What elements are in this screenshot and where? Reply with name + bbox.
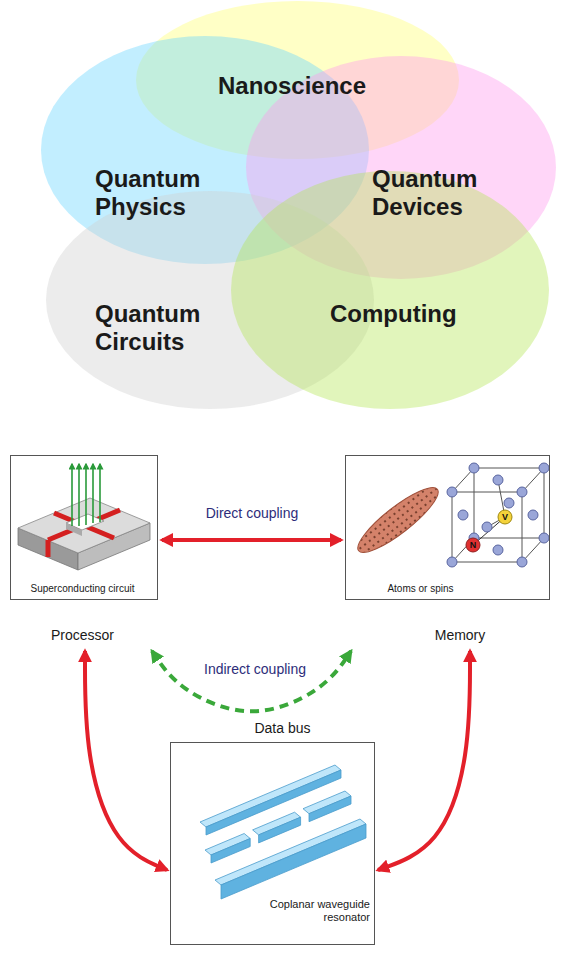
box-heading: Data bus [200,720,365,736]
processor-box: Superconducting circuitProcessor [10,455,158,648]
superconducting-circuit [18,464,150,570]
venn-label: Quantum Circuits [95,300,230,355]
box-heading: Processor [10,627,155,643]
box-heading: Memory [375,627,545,643]
bus-coupling-arrow [378,651,470,870]
box-caption: Coplanar waveguide resonator [258,898,370,923]
venn-label: Quantum Devices [372,165,507,220]
ellipse-fill [231,171,549,409]
edge-label: Direct coupling [203,505,302,521]
atom-ensemble [351,479,446,561]
edge-label: Indirect coupling [201,661,309,677]
box-caption: Atoms or spins [363,583,478,595]
direct-coupling-arrow [162,538,341,542]
venn-label: Computing [330,300,500,328]
atom-letter: N [470,540,477,550]
coplanar-waveguide [200,765,366,899]
venn-label: Nanoscience [218,72,388,100]
box-border [10,455,158,600]
venn-label: Quantum Physics [95,165,230,220]
bus-coupling-arrow [85,651,167,870]
indirect-coupling-arrow [152,651,351,711]
atom-letter: V [502,512,508,522]
data-bus-box: Data busCoplanar waveguide resonator [170,718,375,945]
diamond-lattice [447,463,549,567]
box-border [345,455,550,600]
memory-box: Atoms or spinsMemory [345,455,550,648]
box-caption: Superconducting circuit [10,583,155,595]
